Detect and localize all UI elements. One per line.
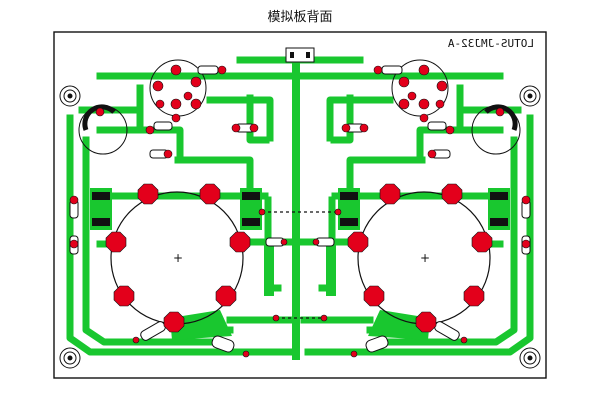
mounting-hole-icon [519, 85, 541, 107]
svg-text:+: + [173, 251, 183, 265]
board-label: LOTUS-JMJ32-A [448, 37, 534, 50]
mounting-hole-icon [519, 347, 541, 369]
mounting-hole-icon [59, 85, 81, 107]
resistor-icon [153, 121, 173, 131]
resistor-icon [197, 65, 219, 75]
mounting-holes [59, 85, 541, 369]
resistor-icon [381, 65, 403, 75]
svg-text:+: + [420, 251, 430, 265]
pads [69, 64, 531, 358]
capacitor-icon [391, 59, 449, 117]
resistor-icon [211, 335, 235, 353]
jumpers [262, 211, 338, 319]
page-title: 模拟板背面 [267, 10, 333, 25]
resistor-icon [365, 335, 389, 353]
resistor-icon [427, 121, 447, 131]
mounting-hole-icon [59, 347, 81, 369]
connector-icon [285, 47, 315, 63]
component-bodies [92, 192, 508, 226]
